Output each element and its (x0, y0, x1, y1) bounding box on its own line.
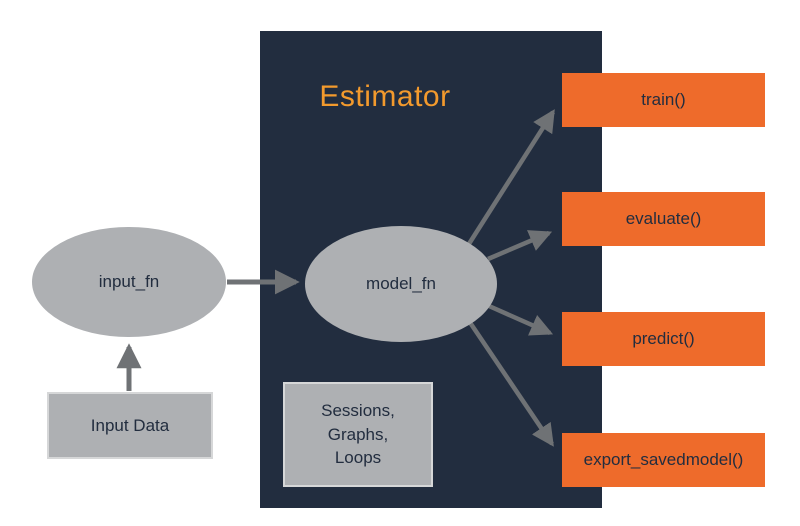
node-model-fn-label: model_fn (366, 274, 436, 293)
node-model-fn: model_fn (305, 226, 497, 342)
node-input-fn-label: input_fn (98, 272, 160, 291)
node-input-data: Input Data (47, 392, 213, 459)
node-sessions-graphs-loops: Sessions, Graphs, Loops (283, 382, 433, 487)
estimator-title: Estimator (319, 80, 451, 113)
method-export-savedmodel-label: export_savedmodel() (583, 450, 744, 469)
node-input-data-label: Input Data (90, 415, 170, 435)
method-predict-label: predict() (632, 329, 695, 348)
method-predict: predict() (562, 312, 765, 366)
method-evaluate-label: evaluate() (625, 209, 702, 228)
node-sessions-label: Sessions, Graphs, Loops (321, 400, 395, 468)
method-train-label: train() (641, 90, 686, 109)
node-input-fn: input_fn (32, 227, 226, 337)
method-evaluate: evaluate() (562, 192, 765, 246)
method-export-savedmodel: export_savedmodel() (562, 433, 765, 487)
method-train: train() (562, 73, 765, 127)
